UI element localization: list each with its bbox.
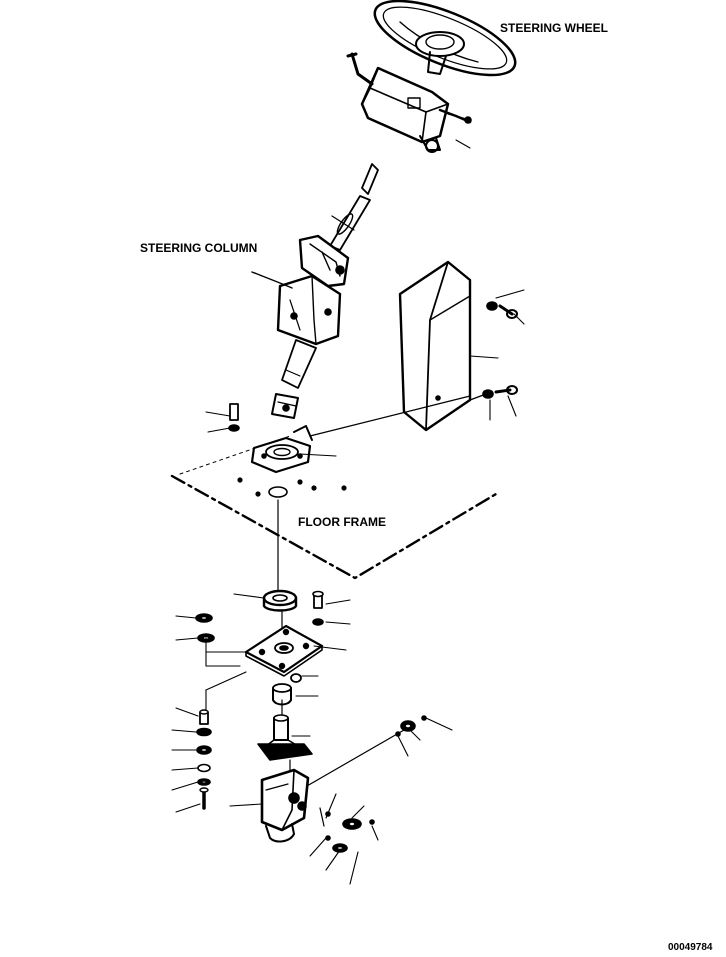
valve-bolt-stack	[196, 709, 212, 810]
steering-wheel	[373, 0, 517, 77]
bearing-ring	[262, 589, 298, 612]
steering-column	[251, 234, 350, 389]
hose-fittings	[395, 715, 427, 737]
mount-plate	[244, 624, 324, 677]
floor-frame-label: FLOOR FRAME	[298, 515, 386, 529]
dash-cover-panel	[398, 260, 487, 432]
panel-bolt-upper	[486, 301, 518, 319]
steering-valve	[260, 768, 310, 843]
valve-fittings	[325, 811, 375, 853]
drawing-number: 00049784	[668, 942, 713, 953]
coupling-sleeve	[272, 683, 292, 706]
mount-bolt-left	[228, 403, 240, 432]
tilt-lever	[346, 52, 374, 86]
lower-coupling	[271, 393, 299, 419]
steering-wheel-label: STEERING WHEEL	[500, 21, 608, 35]
tilt-housing	[360, 66, 472, 153]
leader-lines	[171, 139, 525, 885]
steering-column-shaft	[329, 163, 379, 251]
plate-washers-left	[195, 613, 215, 643]
plate-nut	[290, 673, 302, 683]
steering-column-label: STEERING COLUMN	[140, 241, 257, 255]
floor-frame	[170, 435, 498, 580]
column-mount-flange	[250, 425, 313, 474]
valve-spline-shaft	[257, 714, 313, 761]
plate-bolt-right	[312, 590, 324, 626]
panel-bolt-lower	[482, 385, 518, 399]
assembly-centerlines	[277, 395, 471, 827]
